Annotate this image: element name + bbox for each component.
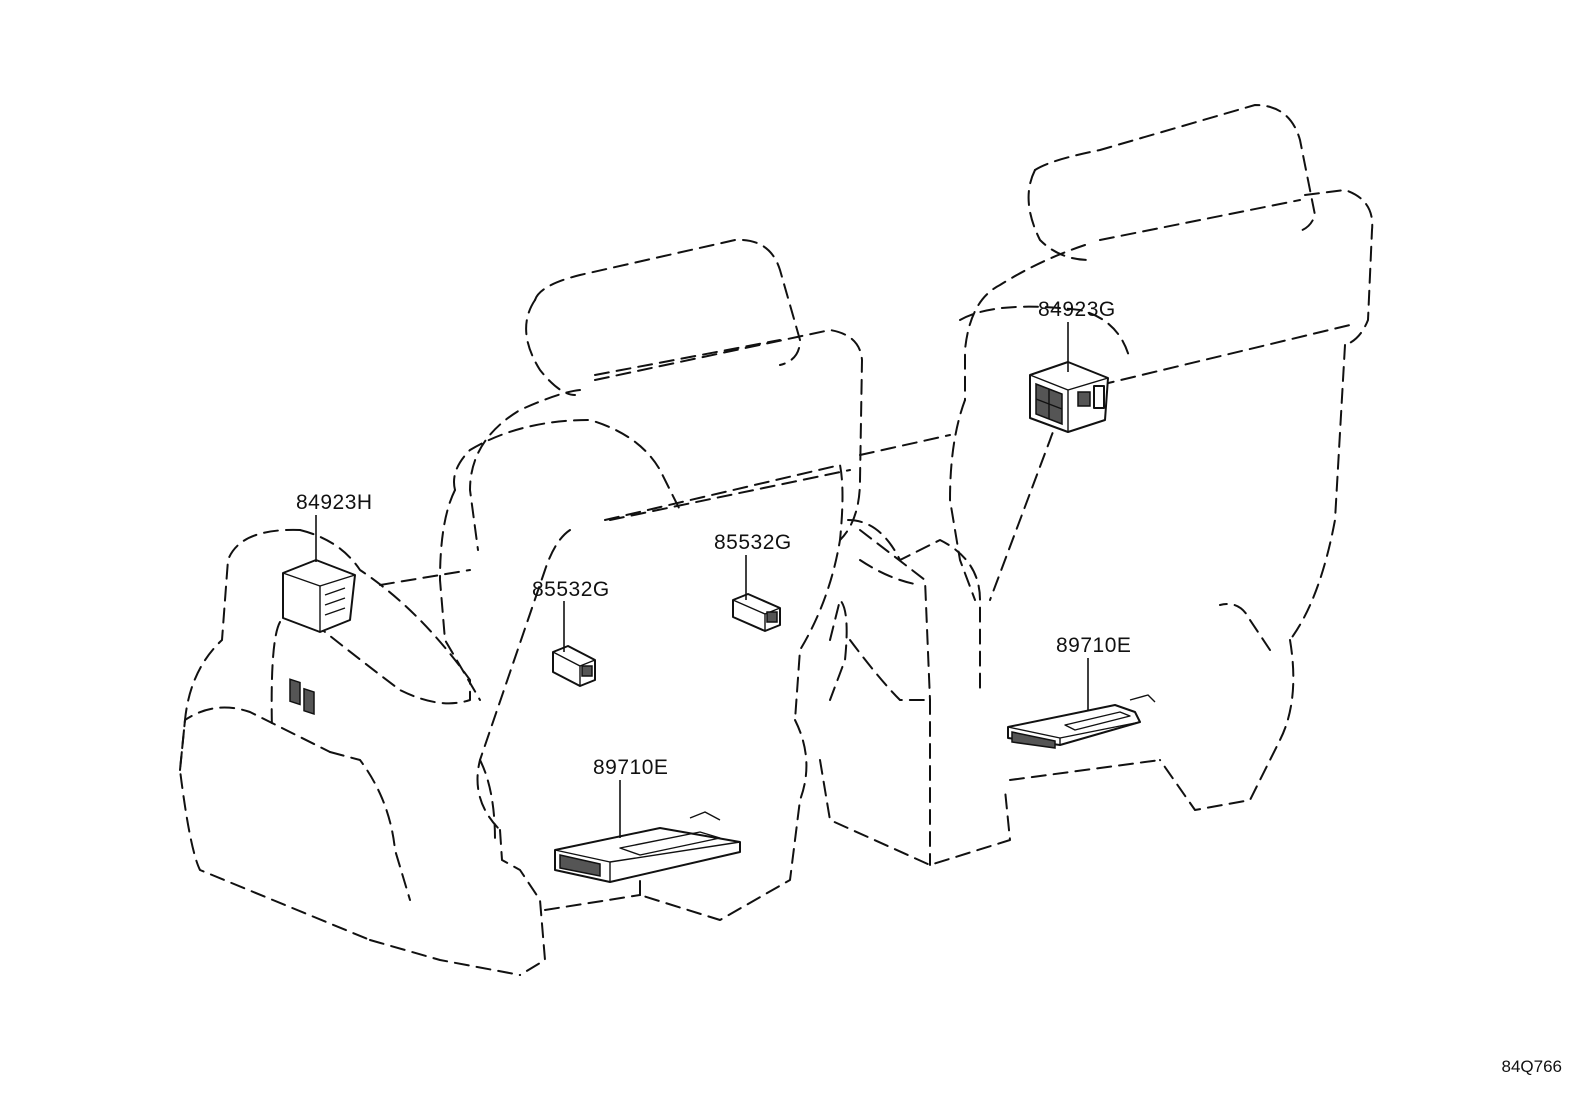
middle-structure-outline (379, 434, 1011, 866)
module-89710e-center-part (554, 811, 741, 883)
left-seat-outline (179, 528, 471, 941)
callout-label: 89710E (593, 756, 668, 779)
callout-label: 89710E (1056, 634, 1131, 657)
switch-84923h-part (282, 559, 356, 716)
callout-label: 84923H (296, 491, 373, 514)
diagram-reference-id: 84Q766 (1501, 1057, 1563, 1076)
module-89710e-right-part (1007, 694, 1156, 749)
right-seat-outline (949, 104, 1374, 811)
callout-label: 85532G (532, 578, 610, 601)
callout-label: 85532G (714, 531, 792, 554)
connector-85532g-right-part (732, 593, 781, 632)
center-seat-outline (329, 238, 863, 976)
connector-85532g-left-part (552, 645, 596, 687)
switch-84923g-part (1029, 361, 1109, 433)
callout-label: 84923G (1038, 298, 1116, 321)
